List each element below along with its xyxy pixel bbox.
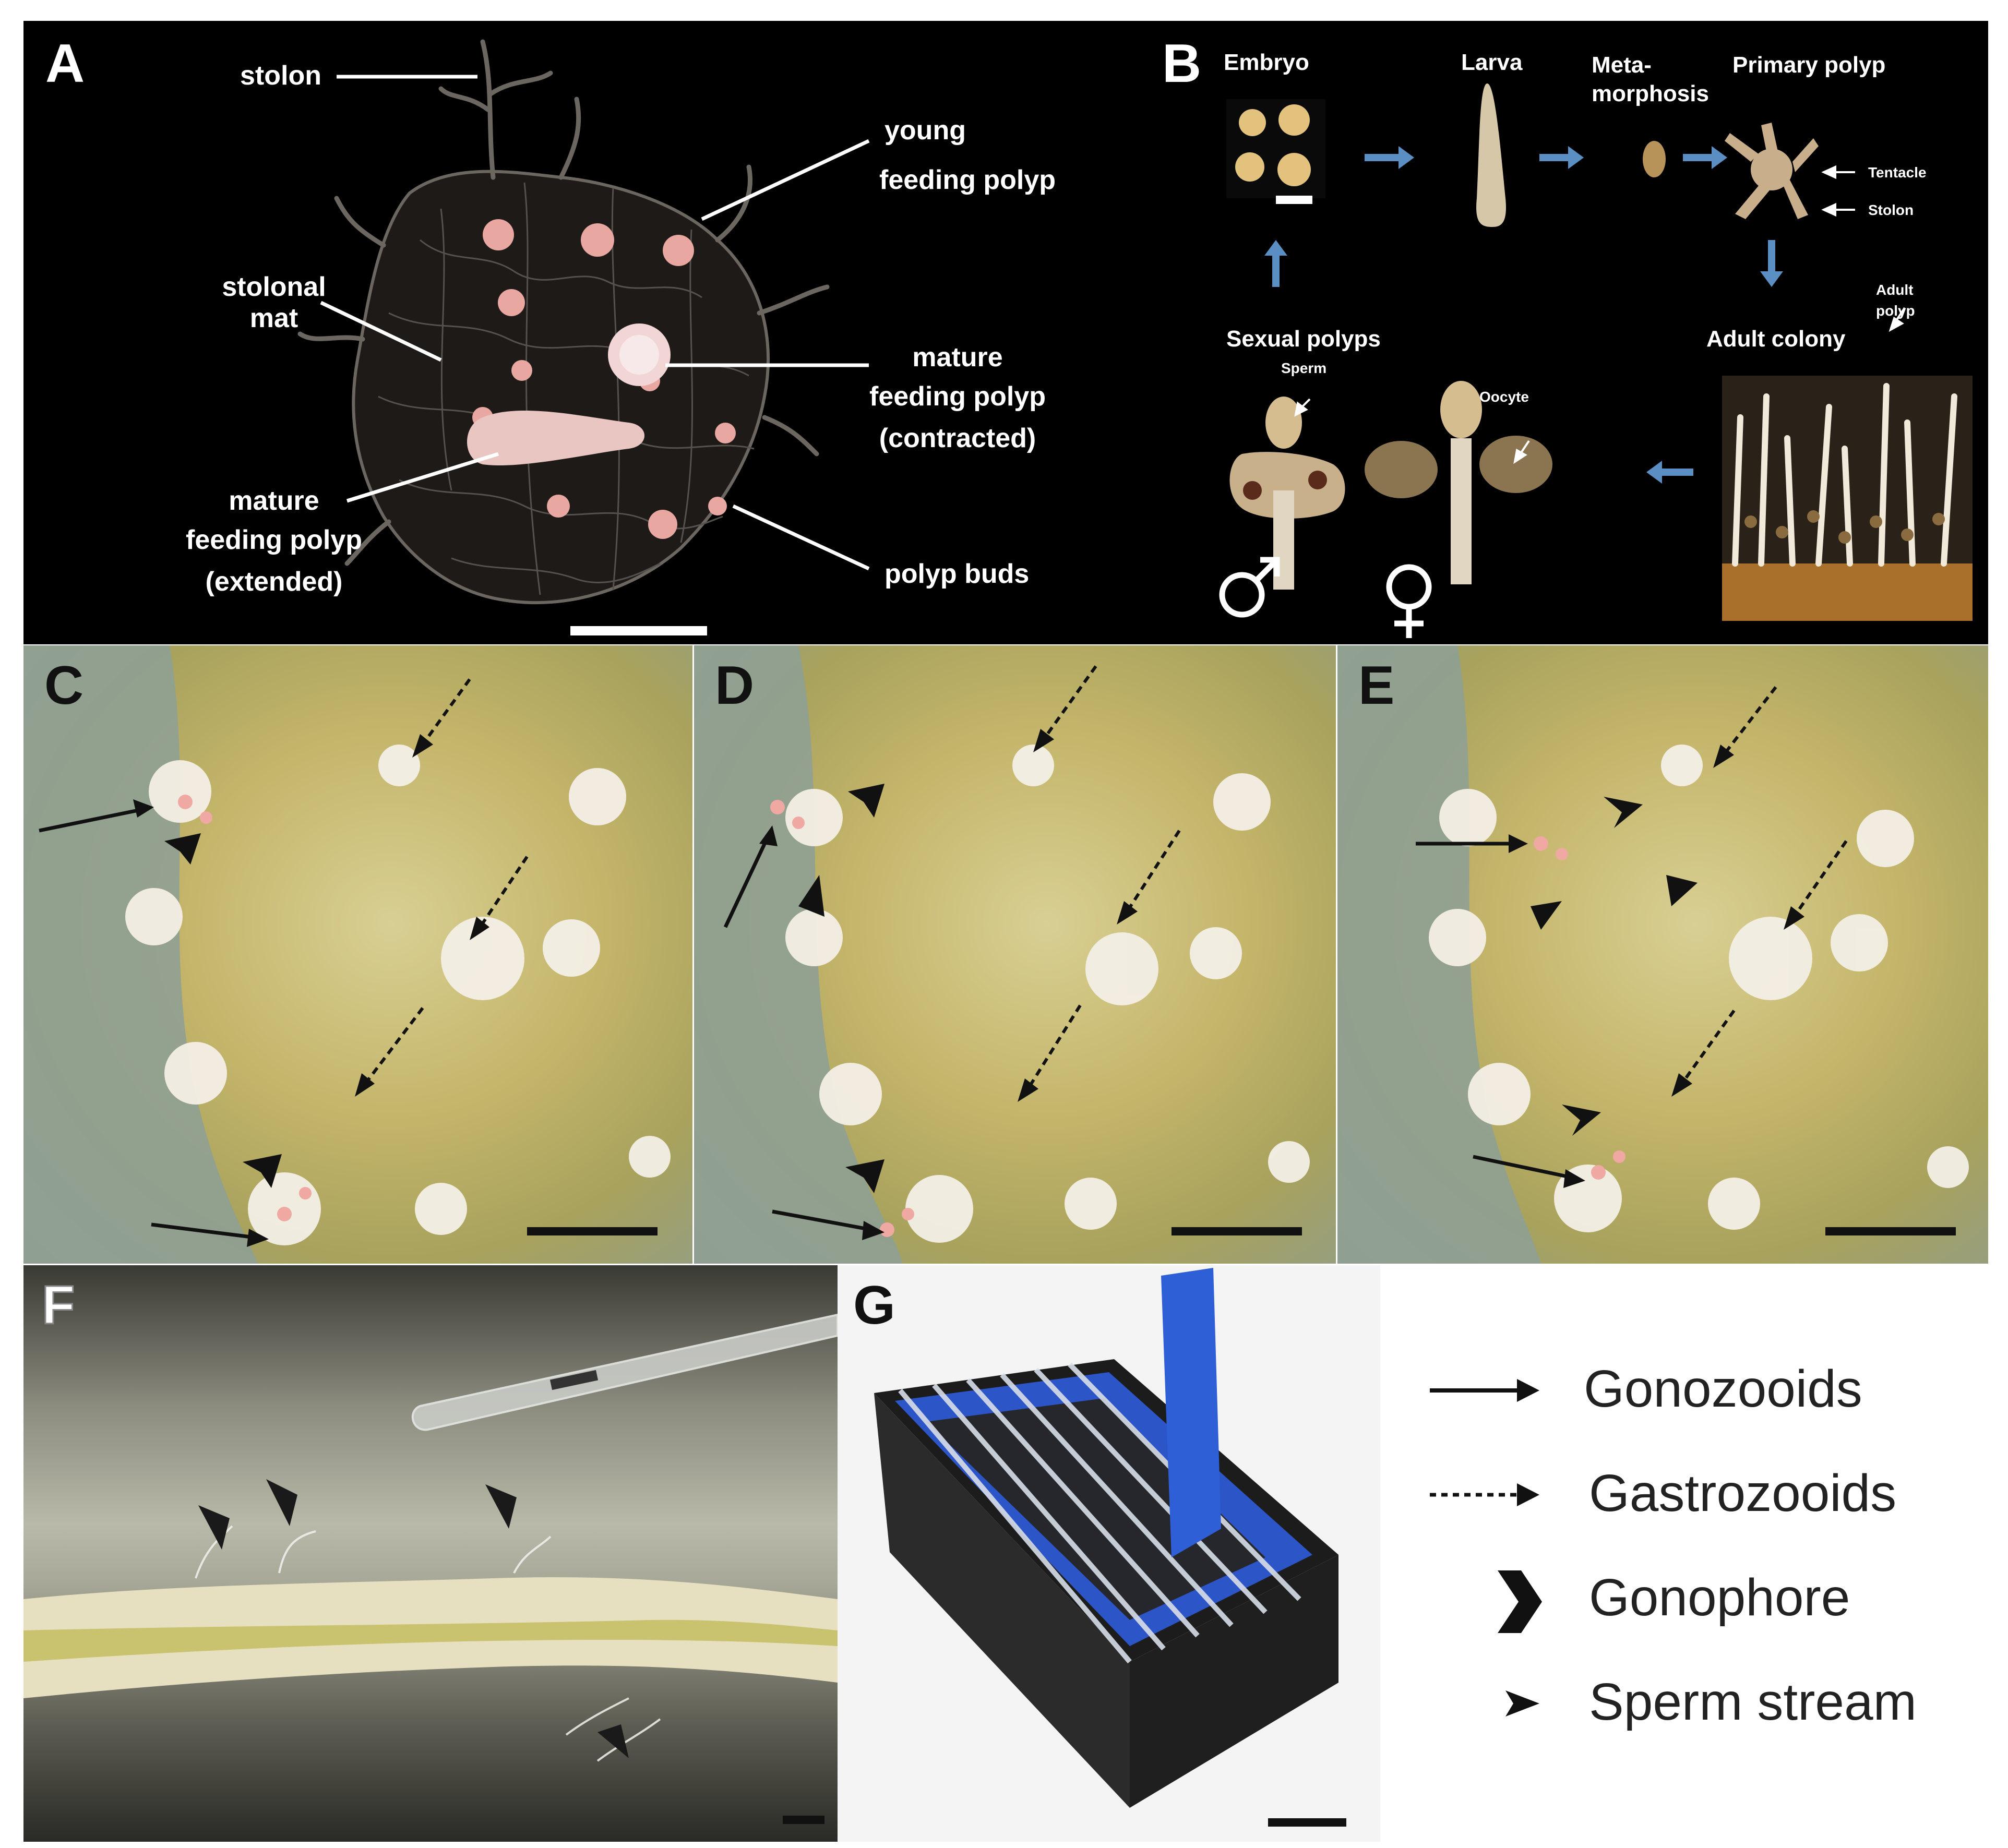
chamber-box-right [1130,1555,1338,1808]
label-stolon-b: Stolon [1868,202,1914,218]
female-sexual-polyp-image [1365,381,1552,584]
gonophore-symbol [1498,1570,1542,1633]
legend-sperm-stream: Sperm stream [1589,1673,1917,1731]
panel-b: B Embryo Larva Meta- morphosis Primary p… [1140,21,1988,644]
panel-label-a: A [45,33,85,94]
embryo-images [1226,99,1325,204]
label-tentacle: Tentacle [1868,164,1927,181]
label-mature-extended: mature [229,486,319,516]
panel-f: F [23,1265,838,1842]
label-mat: mat [249,303,298,333]
blue-plate [1161,1268,1221,1557]
panel-d: D [694,645,1336,1264]
panel-label-b: B [1162,33,1202,94]
panel-e-drawing [1337,645,1969,1264]
gastrozooid-arrows-d [1026,665,1181,1090]
panel-c-drawing [23,645,671,1264]
panel-b-drawing [1219,83,1973,638]
legend-gonozooids: Gonozooids [1584,1360,1862,1418]
label-adult: Adult [1876,282,1914,298]
label-meta: Meta- [1592,52,1652,78]
scale-bar-g [1268,1818,1346,1827]
chamber-box-left [874,1393,1130,1808]
gastrozooid-arrows-c [364,678,529,1085]
label-larva: Larva [1461,50,1523,75]
gonophore-markers-e [1562,797,1643,1136]
metamorphosis-image [1643,141,1666,177]
label-extended: (extended) [205,567,343,597]
panel-g: G [838,1265,1380,1842]
sperm-stream-markers-e [1531,875,1698,930]
callout-lines [320,75,870,571]
gonozooid-arrows-e [1416,842,1573,1180]
panel-e: E [1337,645,1988,1264]
panel-label-e: E [1358,655,1395,716]
scale-bar-f [783,1816,824,1824]
panel-label-g: G [853,1275,895,1336]
scale-bar-c [527,1227,658,1235]
panel-label-f: F [41,1275,76,1336]
label-mature-contracted-feeding-polyp: feeding polyp [869,381,1046,412]
panel-a-drawing [297,39,870,635]
label-adult-polyp: polyp [1876,303,1915,319]
gonophore-markers-d [845,784,885,1193]
label-morphosis: morphosis [1592,81,1709,106]
label-primary-polyp: Primary polyp [1732,52,1886,78]
sex-symbols [1219,557,1432,638]
label-embryo: Embryo [1224,50,1309,75]
life-cycle-arrows [1264,146,1783,484]
sperm-stream-markers-f [198,1479,629,1758]
larva-image [1476,83,1506,227]
marker-legend: Gonozooids Gastrozooids Gonophore Sperm … [1380,1265,1988,1842]
extended-polyp [467,411,644,466]
gonozooid-arrows-d [723,837,872,1232]
sperm-wisps [195,1525,661,1762]
primary-polyp-image [1725,123,1819,219]
legend-gonophore: Gonophore [1589,1568,1850,1627]
label-sperm: Sperm [1281,360,1327,376]
label-adult-colony: Adult colony [1706,326,1846,352]
sperm-stream-symbol [1505,1690,1539,1717]
label-mature-extended-feeding-polyp: feeding polyp [186,525,362,555]
panel-g-drawing [874,1268,1346,1827]
label-polyp-buds: polyp buds [885,559,1030,589]
pipette [411,1313,838,1431]
label-mature-contracted: mature [912,342,1003,373]
panel-a: A stolon young feeding polyp stolonal ma… [23,21,1140,644]
panel-d-drawing [694,645,1310,1264]
legend-gastrozooids: Gastrozooids [1589,1464,1897,1522]
label-young: young [885,115,966,146]
label-oocyte: Oocyte [1479,389,1529,405]
gastrozooid-arrows-e [1680,686,1848,1085]
pointer-arrows [1294,165,1906,464]
adult-colony-image [1722,376,1973,621]
panel-f-drawing [23,1313,838,1824]
scale-bar-a [570,626,707,635]
scale-bar-d [1172,1227,1302,1235]
scale-bar-e [1825,1227,1956,1235]
gonophore-markers-c [164,833,282,1188]
label-stolonal: stolonal [222,272,326,302]
label-sexual-polyps: Sexual polyps [1226,326,1381,352]
panel-label-c: C [44,655,84,716]
panel-c: C [23,645,692,1264]
legend-symbols [1430,1379,1542,1717]
stolons [297,39,830,566]
label-young-feeding-polyp: feeding polyp [879,165,1056,195]
stolonal-mat-shape [352,170,770,605]
panel-label-d: D [715,655,755,716]
male-sexual-polyp-image [1229,397,1345,590]
sperm-stream-marker-d [798,875,824,917]
label-stolon: stolon [240,61,321,91]
gonozooid-arrows-c [39,808,256,1240]
label-contracted: (contracted) [879,423,1036,453]
